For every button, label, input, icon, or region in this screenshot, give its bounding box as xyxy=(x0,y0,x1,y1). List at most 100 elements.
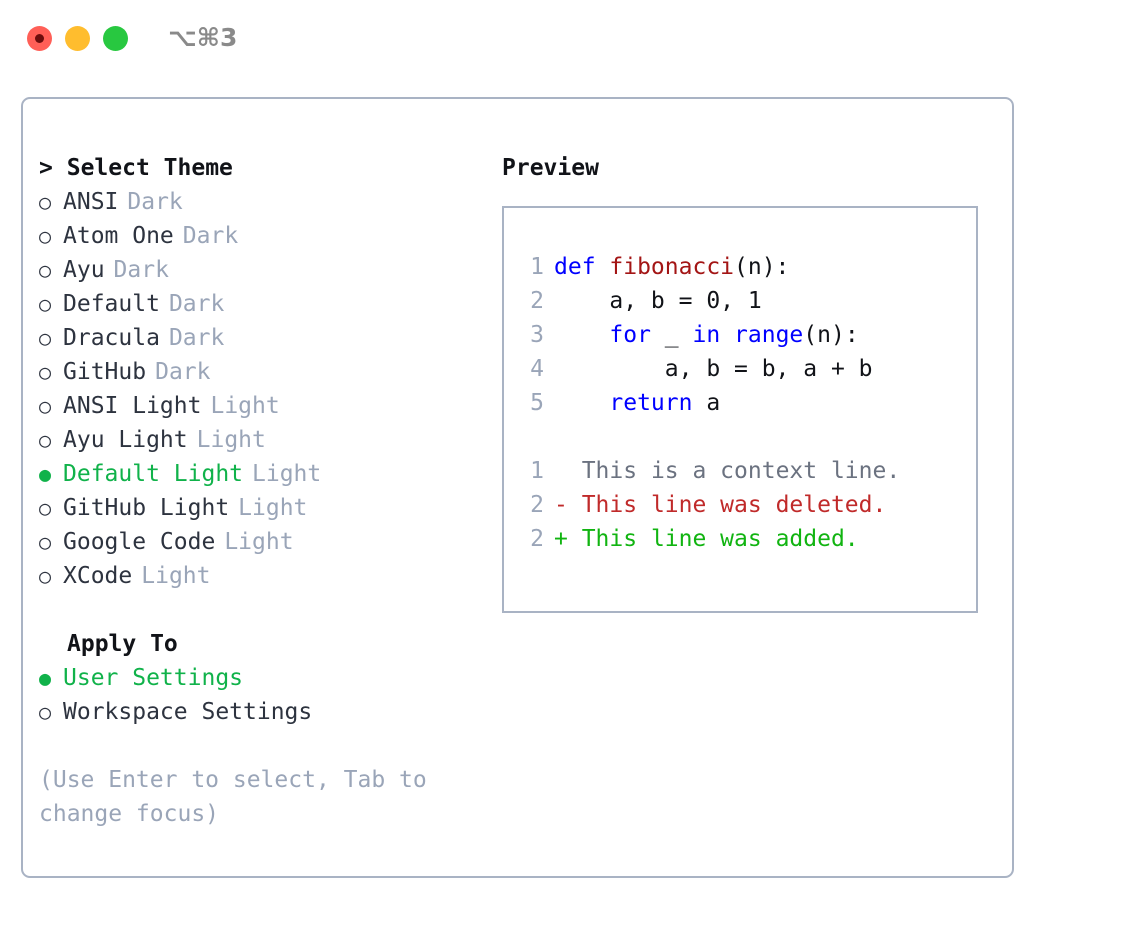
diff-marker xyxy=(554,458,568,484)
apply-to-option-workspace-settings[interactable]: ○ Workspace Settings xyxy=(39,695,499,729)
theme-option-label: Default xyxy=(63,291,160,317)
radio-unselected-icon: ○ xyxy=(39,190,52,214)
theme-option-tag: Light xyxy=(141,563,211,589)
line-number: 1 xyxy=(530,458,544,484)
code-line: 1 def fibonacci(n): xyxy=(516,250,968,284)
diff-content: This is a context line. xyxy=(567,458,901,484)
radio-unselected-icon: ○ xyxy=(39,258,52,282)
code-token-pl xyxy=(554,322,609,348)
code-token-kw: range xyxy=(734,322,804,348)
theme-option-ayu[interactable]: ○ Ayu Dark xyxy=(39,253,499,287)
theme-option-tag: Light xyxy=(224,529,294,555)
code-token-fn: fibonacci xyxy=(609,254,735,280)
theme-option-label: XCode xyxy=(63,563,133,589)
theme-option-tag: Light xyxy=(210,393,280,419)
theme-option-ansi[interactable]: ○ ANSI Dark xyxy=(39,185,499,219)
theme-option-tag: Dark xyxy=(127,189,183,215)
diff-line-text: + This line was added. xyxy=(554,522,859,556)
radio-unselected-icon: ○ xyxy=(39,564,52,588)
theme-option-default[interactable]: ○ Default Dark xyxy=(39,287,499,321)
diff-line: 1 This is a context line. xyxy=(516,454,968,488)
diff-content: This line was added. xyxy=(567,526,859,552)
radio-unselected-icon: ○ xyxy=(39,700,52,724)
theme-option-label: Atom One xyxy=(63,223,174,249)
theme-option-xcode[interactable]: ○ XCode Light xyxy=(39,559,499,593)
radio-selected-icon: ● xyxy=(39,462,52,486)
diff-sample: 1 This is a context line.2- This line wa… xyxy=(516,454,968,556)
code-token-pl: (n): xyxy=(803,322,859,348)
line-number: 5 xyxy=(530,390,544,416)
theme-option-tag: Dark xyxy=(168,291,225,317)
caret-icon: > xyxy=(39,155,53,181)
code-line-text: a, b = 0, 1 xyxy=(554,284,762,318)
diff-spacer xyxy=(516,420,968,454)
diff-marker: - xyxy=(554,492,568,518)
diff-line: 2- This line was deleted. xyxy=(516,488,968,522)
radio-unselected-icon: ○ xyxy=(39,496,52,520)
code-token-kw: for xyxy=(609,322,651,348)
radio-unselected-icon: ○ xyxy=(39,292,52,316)
title-bar: ⌥⌘3 xyxy=(0,0,1140,78)
line-number: 2 xyxy=(530,526,544,552)
theme-option-tag: Dark xyxy=(168,325,225,351)
theme-option-label: ANSI Light xyxy=(63,393,202,419)
theme-option-label: GitHub xyxy=(63,359,147,385)
line-number: 4 xyxy=(530,356,544,382)
code-line-text: a, b = b, a + b xyxy=(554,352,873,386)
code-line-text: for _ in range(n): xyxy=(554,318,859,352)
line-number: 2 xyxy=(530,288,544,314)
theme-option-tag: Light xyxy=(238,495,308,521)
code-line: 5 return a xyxy=(516,386,968,420)
diff-line: 2 + This line was added. xyxy=(516,522,968,556)
theme-option-label: Dracula xyxy=(63,325,160,351)
theme-option-tag: Light xyxy=(196,427,266,453)
code-line: 3 for _ in range(n): xyxy=(516,318,968,352)
radio-unselected-icon: ○ xyxy=(39,394,52,418)
code-token-pl xyxy=(554,390,609,416)
close-button[interactable] xyxy=(27,26,52,51)
radio-unselected-icon: ○ xyxy=(39,224,52,248)
code-token-kw: in xyxy=(692,322,721,348)
theme-option-label: ANSI xyxy=(63,189,119,215)
apply-to-option-label: User Settings xyxy=(63,665,244,691)
theme-option-label: Google Code xyxy=(63,529,216,555)
code-token-pl: a, b = 0, 1 xyxy=(554,288,762,314)
select-theme-heading: > Select Theme xyxy=(39,151,499,185)
traffic-light-buttons xyxy=(27,26,128,51)
diff-line-text: - This line was deleted. xyxy=(554,488,886,522)
window-title: ⌥⌘3 xyxy=(168,23,238,52)
theme-option-label: Ayu xyxy=(63,257,105,283)
theme-option-tag: Dark xyxy=(113,257,169,283)
section-spacer xyxy=(39,593,499,627)
line-number: 1 xyxy=(530,254,544,280)
minimize-button[interactable] xyxy=(65,26,90,51)
theme-option-atom-one[interactable]: ○ Atom One Dark xyxy=(39,219,499,253)
code-token-kw: def xyxy=(554,254,610,280)
apply-to-option-list: ● User Settings ○ Workspace Settings xyxy=(39,661,499,729)
theme-option-tag: Dark xyxy=(182,223,239,249)
maximize-button[interactable] xyxy=(103,26,128,51)
radio-selected-icon: ● xyxy=(39,666,52,690)
code-token-pl: _ xyxy=(650,322,693,348)
theme-option-tag: Light xyxy=(252,461,322,487)
apply-to-option-label: Workspace Settings xyxy=(63,699,313,725)
theme-option-ansi-light[interactable]: ○ ANSI Light Light xyxy=(39,389,499,423)
apply-to-option-user-settings[interactable]: ● User Settings xyxy=(39,661,499,695)
code-line-text: def fibonacci(n): xyxy=(554,250,789,284)
diff-content: This line was deleted. xyxy=(567,492,887,518)
code-token-pl xyxy=(720,322,734,348)
theme-option-tag: Dark xyxy=(155,359,211,385)
